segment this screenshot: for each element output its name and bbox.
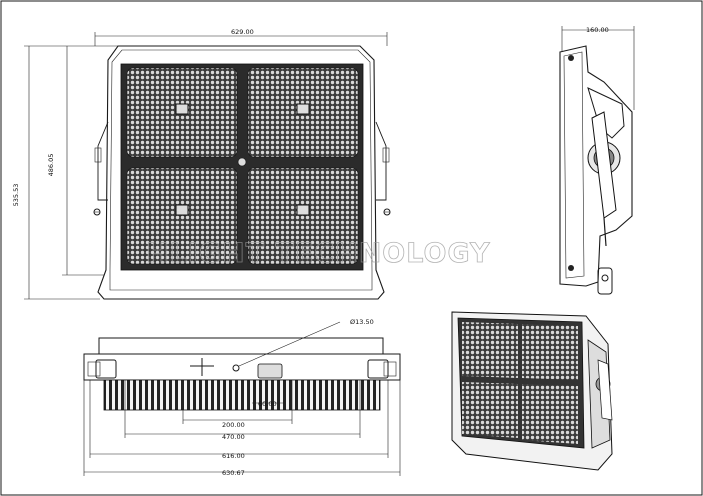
dim-width-629: 629.00 [231,28,254,36]
dim-height-486: 486.05 [47,154,55,177]
watermark-text: HLIGHT TECHNOLOGY [146,238,491,269]
front-view [93,45,391,300]
dim-depth-160: 160.00 [586,26,609,34]
dim-span-616: 616.00 [222,452,245,460]
dim-hole-13: Ø13.50 [350,318,374,326]
bottom-view: Ø13.50 60.00 200.00 470.00 616.00 630.67 [83,318,401,477]
led-module-bottom-right [247,167,359,265]
dim-bracket-60: 60.00 [258,400,277,408]
dim-span-200: 200.00 [222,421,245,429]
front-dimensions: 629.00 486.05 535.53 [12,28,388,300]
dim-span-630: 630.67 [222,469,245,477]
dim-span-470: 470.00 [222,433,245,441]
isometric-view [451,311,613,471]
side-view: 160.00 [559,26,635,295]
led-module-bottom-left [126,167,238,265]
dim-height-535: 535.53 [12,184,20,207]
